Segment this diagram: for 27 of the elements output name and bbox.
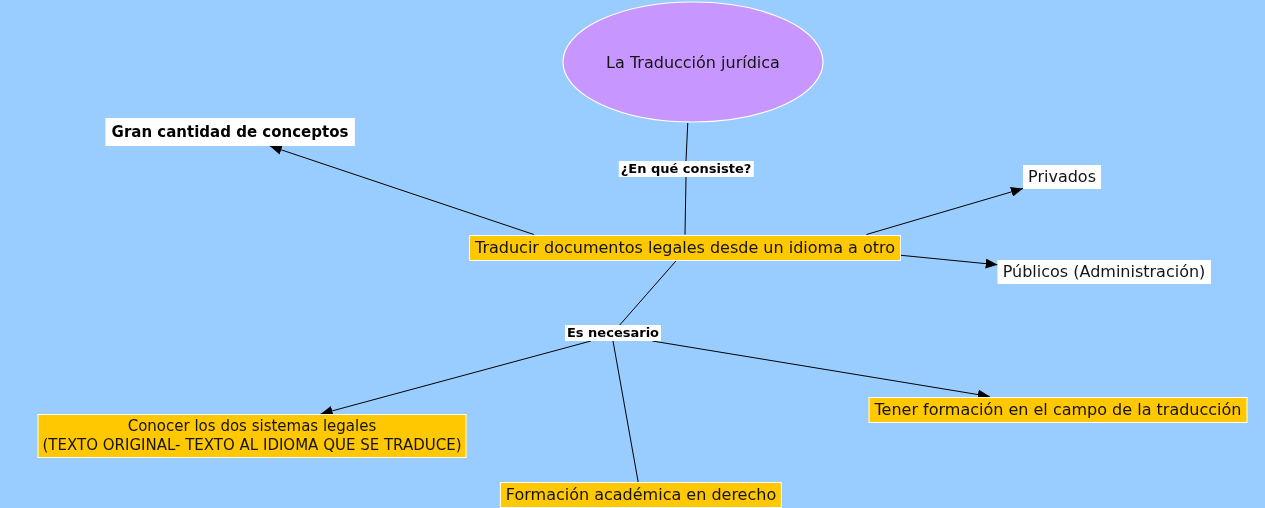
concept-box [997, 260, 1211, 284]
concept-text: (TEXTO ORIGINAL- TEXTO AL IDIOMA QUE SE TRADUCE) [42, 436, 462, 455]
arrow [320, 340, 592, 416]
concept-box [469, 234, 901, 261]
concept-text: Formación académica en derecho [505, 485, 777, 505]
concept-box [1023, 164, 1101, 189]
arrow [900, 254, 999, 269]
concept-text: Privados [1028, 166, 1096, 187]
concept-text: Conocer los dos sistemas legales [126, 417, 378, 436]
concept-text: Gran cantidad de conceptos [111, 122, 349, 142]
concept-box [105, 118, 355, 146]
topic-ellipse [562, 1, 824, 123]
concept-text: Traducir documentos legales desde un idioma a otro [475, 237, 895, 258]
connector-line [685, 122, 689, 162]
connector-line [619, 260, 677, 326]
concept-box [868, 396, 1248, 423]
linking-phrase: Es necesario [566, 325, 660, 341]
connector-line [684, 176, 687, 235]
connector-line [612, 340, 639, 483]
linking-phrase: ¿En qué consiste? [620, 161, 752, 177]
concept-box [499, 482, 783, 508]
concept-text: Tener formación en el campo de la traducción [874, 399, 1242, 420]
concept-box [37, 414, 467, 458]
topic-title: La Traducción jurídica [606, 52, 780, 72]
arrow [865, 187, 1024, 235]
concept-text: Públicos (Administración) [1002, 262, 1206, 282]
arrow [269, 145, 535, 235]
